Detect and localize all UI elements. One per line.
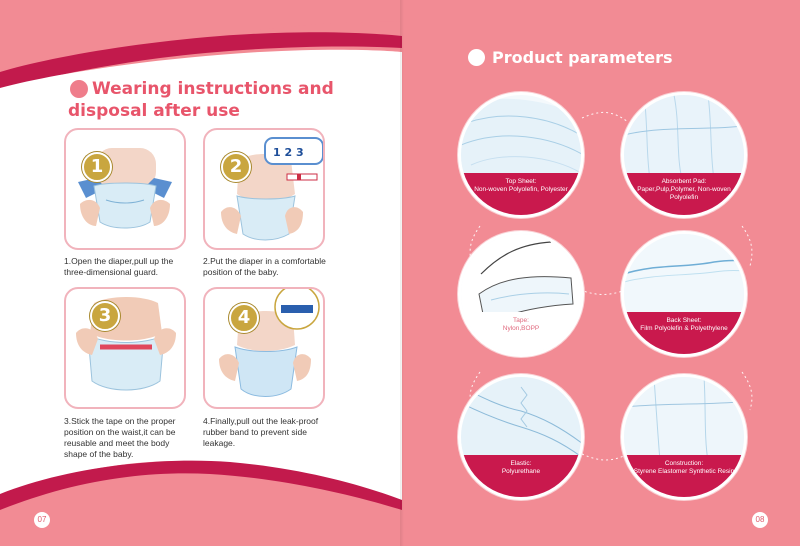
step-3-text: 3.Stick the tape on the proper position … bbox=[64, 416, 176, 459]
instructions-title: Wearing instructions and disposal after … bbox=[68, 79, 334, 121]
step-4-number-badge: 4 bbox=[229, 303, 259, 333]
step-1-illustration bbox=[78, 148, 172, 229]
construction-illustration bbox=[624, 377, 744, 462]
step-1-text: 1.Open the diaper,pull up the three-dime… bbox=[64, 256, 174, 277]
step-4-text: 4.Finally,pull out the leak-proof rubber… bbox=[203, 416, 319, 448]
elastic-label: Elastic: Polyurethane bbox=[461, 455, 581, 497]
param-tape: Tape: Nylon,BOPP bbox=[458, 231, 584, 357]
construction-label: Construction: Styrene Elastomer Syntheti… bbox=[624, 455, 744, 497]
page-gutter-shadow bbox=[400, 0, 404, 546]
back-sheet-label: Back Sheet: Film Polyolefin & Polyethyle… bbox=[624, 312, 744, 354]
tape-numbers: 1 2 3 bbox=[273, 146, 304, 159]
param-top-sheet: Top Sheet: Non-woven Polyolefin, Polyest… bbox=[458, 92, 584, 218]
param-back-sheet: Back Sheet: Film Polyolefin & Polyethyle… bbox=[621, 231, 747, 357]
title-bullet bbox=[468, 49, 485, 66]
param-construction: Construction: Styrene Elastomer Syntheti… bbox=[621, 374, 747, 500]
param-absorbent-pad: Absorbent Pad: Paper,Pulp,Polymer, Non-w… bbox=[621, 92, 747, 218]
param-elastic: Elastic: Polyurethane bbox=[458, 374, 584, 500]
step-1-number-badge: 1 bbox=[82, 152, 112, 182]
left-page: Wearing instructions and disposal after … bbox=[0, 32, 402, 528]
step-2-text: 2.Put the diaper in a comfortable positi… bbox=[203, 256, 326, 277]
step-2-card: 1 2 3 2 bbox=[203, 128, 325, 250]
title-bullet bbox=[70, 80, 88, 98]
absorbent-pad-label: Absorbent Pad: Paper,Pulp,Polymer, Non-w… bbox=[624, 173, 744, 215]
step-1-card: 1 bbox=[64, 128, 186, 250]
step-4-card: 4 bbox=[203, 287, 325, 409]
left-page-number: 07 bbox=[34, 512, 50, 528]
right-page-number: 08 bbox=[752, 512, 768, 528]
tape-label: Tape: Nylon,BOPP bbox=[461, 312, 581, 354]
absorbent-pad-illustration bbox=[624, 95, 744, 180]
elastic-illustration bbox=[461, 377, 581, 461]
top-sheet-illustration bbox=[461, 98, 581, 179]
step-2-number-badge: 2 bbox=[221, 152, 251, 182]
step-3-card: 3 bbox=[64, 287, 186, 409]
back-sheet-illustration bbox=[624, 234, 744, 318]
step-2-illustration: 1 2 3 bbox=[221, 137, 323, 241]
top-sheet-label: Top Sheet: Non-woven Polyolefin, Polyest… bbox=[461, 173, 581, 215]
step-3-number-badge: 3 bbox=[90, 301, 120, 331]
parameters-title: Product parameters bbox=[468, 48, 673, 67]
